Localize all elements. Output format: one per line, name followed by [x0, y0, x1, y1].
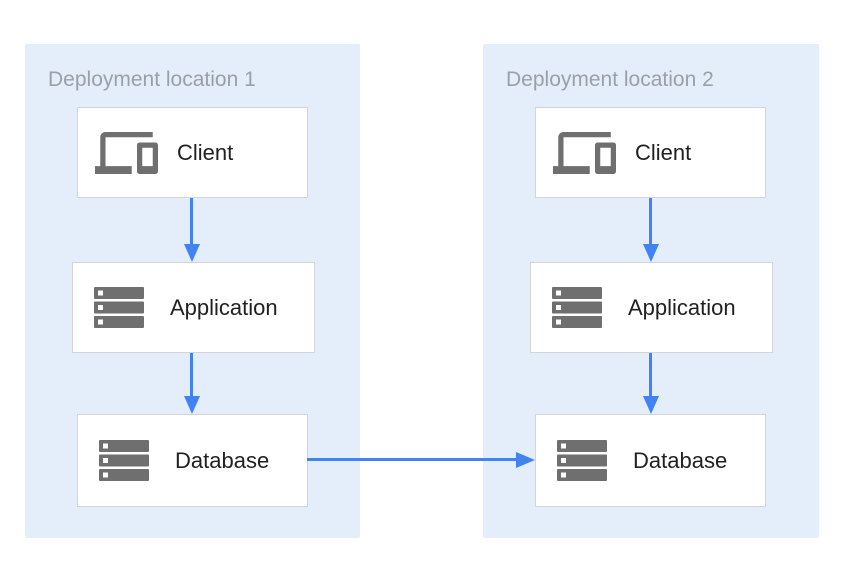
- node-label: Application: [628, 294, 736, 320]
- node-client-2: Client: [535, 107, 766, 198]
- server-stack-icon: [94, 287, 144, 328]
- deployment-panel-2: Deployment location 2 Client: [483, 44, 819, 538]
- server-stack-icon: [552, 287, 602, 328]
- node-database-2: Database: [535, 414, 766, 507]
- node-application-2: Application: [530, 262, 773, 353]
- server-stack-icon: [557, 440, 607, 481]
- arrow-shaft: [190, 198, 193, 244]
- node-label: Application: [170, 294, 278, 320]
- arrow-shaft: [307, 458, 516, 461]
- node-label: Client: [635, 139, 692, 165]
- panel-title: Deployment location 2: [506, 68, 714, 91]
- node-label: Client: [177, 139, 234, 165]
- arrow-head-down-icon: [642, 244, 659, 262]
- arrow-shaft: [649, 198, 652, 244]
- arrow-client-to-application-1: [183, 198, 200, 262]
- arrow-head-down-icon: [183, 244, 200, 262]
- arrow-head-down-icon: [642, 396, 659, 414]
- devices-icon: [95, 131, 158, 174]
- arrow-head-down-icon: [183, 396, 200, 414]
- node-label: Database: [633, 447, 728, 473]
- arrow-shaft: [649, 353, 652, 396]
- arrow-shaft: [190, 353, 193, 396]
- node-database-1: Database: [77, 414, 308, 507]
- arrow-head-right-icon: [516, 451, 535, 468]
- node-application-1: Application: [72, 262, 315, 353]
- server-stack-icon: [99, 440, 149, 481]
- deployment-panel-1: Deployment location 1 Client: [25, 44, 360, 538]
- node-client-1: Client: [77, 107, 308, 198]
- arrow-client-to-application-2: [642, 198, 659, 262]
- arrow-database-to-database: [307, 451, 535, 468]
- panel-title: Deployment location 1: [48, 68, 256, 91]
- arrow-application-to-database-2: [642, 353, 659, 414]
- devices-icon: [553, 131, 616, 174]
- arrow-application-to-database-1: [183, 353, 200, 414]
- node-label: Database: [175, 447, 270, 473]
